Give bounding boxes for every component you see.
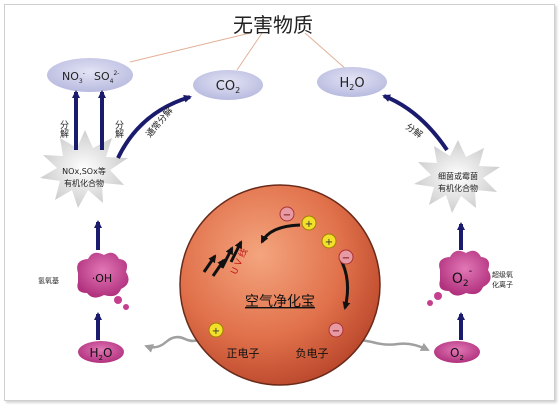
right-star-line2: 有机化合物: [438, 183, 478, 193]
title-link-right: [304, 32, 348, 71]
negative-charge-2: −: [338, 249, 354, 265]
arrow-decompose-h2o: [382, 94, 449, 152]
uv-ray-3: [220, 246, 234, 269]
uv-ray-1: [202, 254, 217, 273]
positive-charge-1: +: [301, 215, 317, 231]
uv-ray-4: [229, 240, 243, 263]
h2o-ellipse: [317, 67, 387, 97]
co2-ellipse: [193, 70, 263, 100]
svg-text:−: −: [283, 210, 291, 221]
o2-bottom-pill: [434, 341, 480, 363]
superoxide-text: O2-: [452, 266, 473, 289]
arrow-usually-decompose: [116, 94, 192, 159]
superoxide-side-label-1: 超级氧: [492, 270, 513, 279]
positive-charge-2: +: [321, 233, 337, 249]
hydroxyl-cloud: [77, 252, 129, 310]
nitrate-label: NO3-: [62, 70, 85, 85]
svg-text:+: +: [305, 219, 313, 230]
left-star-line1: NOx,SOx等: [62, 166, 106, 176]
svg-text:−: −: [332, 326, 340, 337]
negative-charge-electron: −: [328, 322, 344, 338]
electron-flow-arrow-top: [260, 223, 301, 244]
purifier-name: 空气净化宝: [245, 294, 315, 310]
title-link-left: [129, 32, 251, 63]
decompose-label-1: 分解: [58, 120, 69, 139]
sulfate-label: SO42-: [94, 70, 119, 85]
left-star-line2: 有机化合物: [64, 178, 104, 188]
superoxide-side-label-2: 化离子: [492, 280, 513, 289]
positive-electron-label: 正电子: [227, 347, 260, 360]
uv-ray-2: [211, 258, 226, 277]
right-pollutant-star: [414, 140, 500, 213]
negative-electron-label: 负电子: [296, 346, 329, 360]
superoxide-cloud: [427, 250, 491, 306]
right-star-line1: 细菌或霉菌: [438, 171, 478, 181]
title-link-mid: [236, 32, 263, 71]
nitrate-sulfate-ellipse: [47, 58, 133, 92]
svg-text:−: −: [342, 253, 350, 264]
hydroxyl-text: ·OH: [92, 272, 112, 285]
o2-bottom-label: O2: [450, 346, 464, 362]
h2o-bottom-label: H2O: [90, 346, 113, 362]
electron-arrow-left: [144, 335, 206, 353]
decompose-label-2: 分解: [113, 120, 124, 139]
svg-text:+: +: [325, 237, 333, 248]
decompose-label-3: 分解: [403, 121, 425, 141]
h2o-bottom-pill: [78, 341, 124, 363]
positive-charge-electron: +: [208, 322, 224, 338]
diagram-title: 无害物质: [233, 13, 313, 37]
hydroxyl-side-label: 氢氧基: [38, 276, 59, 285]
co2-label: CO2: [216, 79, 240, 95]
svg-text:+: +: [212, 326, 220, 337]
left-pollutant-star: [40, 130, 128, 208]
h2o-label: H2O: [339, 76, 364, 92]
negative-charge-1: −: [279, 206, 295, 222]
